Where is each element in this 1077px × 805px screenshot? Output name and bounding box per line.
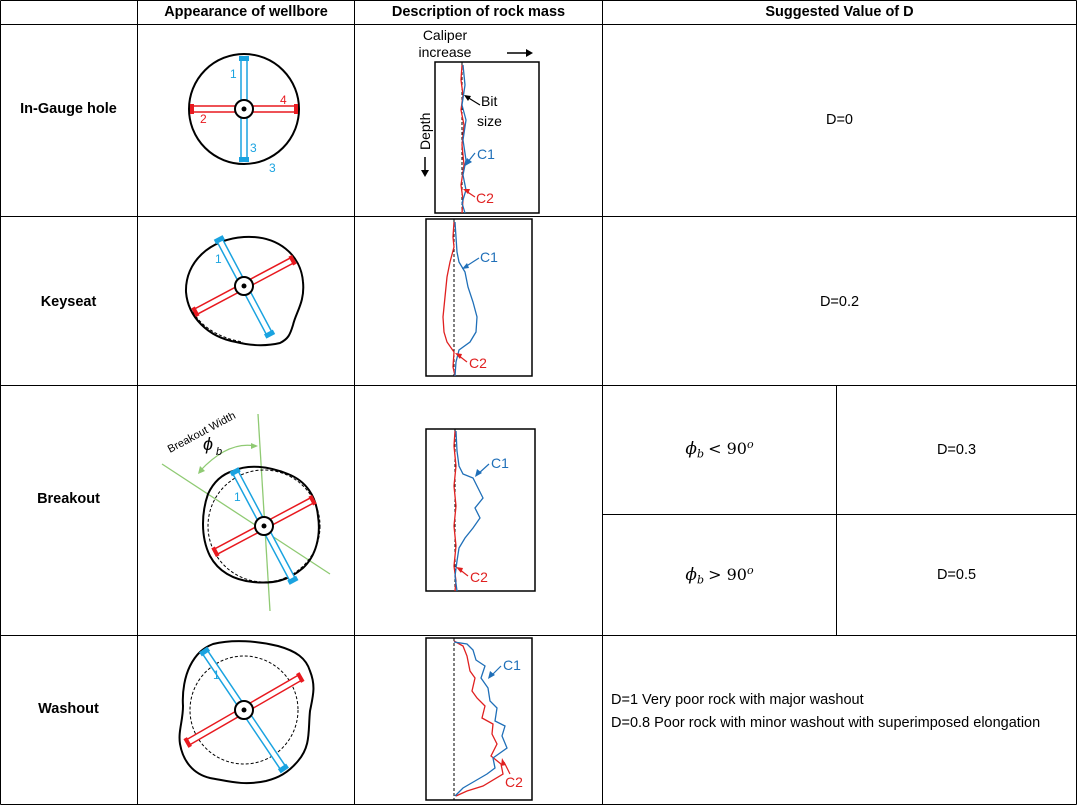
wellbore-washout: 1 <box>178 640 315 785</box>
phi-subscript: b <box>697 447 705 461</box>
wellbore-keyseat: 1 <box>184 235 305 347</box>
washout-line-1: D=1 Very poor rock with major washout <box>611 692 864 708</box>
breakout-phi: ϕ <box>203 434 213 454</box>
arm-label-2: 2 <box>200 112 207 126</box>
wellbore-in-gauge: 1 2 3 3 4 <box>188 53 300 175</box>
d-value-breakout-lt90: D=0.3 <box>936 442 977 458</box>
c1-label: C1 <box>480 249 498 265</box>
header-suggested-d: Suggested Value of D <box>765 4 914 20</box>
arm-label-1: 1 <box>234 490 241 504</box>
condition-text: < 90 <box>708 438 747 458</box>
c1-label: C1 <box>477 146 495 162</box>
arm-label-4: 4 <box>280 93 287 107</box>
bit-label-line1: Bit <box>481 93 497 109</box>
bit-label-line2: size <box>477 113 502 129</box>
c1-label: C1 <box>503 657 521 673</box>
caliper-log-washout: C1 C2 <box>425 637 533 801</box>
phi-symbol: ϕ <box>685 438 698 459</box>
arm-label-3: 3 <box>250 141 257 155</box>
caliper-log-keyseat: C1 C2 <box>425 218 533 377</box>
degree-mark: o <box>746 438 754 451</box>
header-blank <box>0 0 137 24</box>
washout-line-2: D=0.8 Poor rock with minor washout with … <box>611 714 1041 731</box>
d-value-in-gauge: D=0 <box>825 112 853 128</box>
arm-label-1: 1 <box>230 67 237 81</box>
c1-label: C1 <box>491 455 509 471</box>
header-description: Description of rock mass <box>391 4 566 20</box>
breakout-phi-sub: b <box>216 446 222 458</box>
degree-mark: o <box>746 564 754 577</box>
condition-phi-lt-90: ϕb < 90o <box>603 438 836 461</box>
depth-label: Depth <box>417 113 433 150</box>
wellbore-breakout: Breakout Width ϕ b 1 <box>161 410 331 612</box>
condition-phi-gt-90: ϕb > 90o <box>603 564 836 587</box>
d-value-washout: D=1 Very poor rock with major washout D=… <box>611 689 1071 734</box>
c2-label: C2 <box>476 190 494 206</box>
arm-label-1: 1 <box>215 252 222 266</box>
caliper-log-breakout: C1 C2 <box>425 428 536 592</box>
condition-text: > 90 <box>708 564 747 584</box>
c2-label: C2 <box>470 569 488 585</box>
arm-label-3b: 3 <box>269 161 276 175</box>
row-label-washout: Washout <box>38 701 99 717</box>
caliper-label-line2: increase <box>419 44 472 60</box>
breakout-width-label: Breakout Width <box>166 410 238 456</box>
arm-label-1: 1 <box>213 668 220 682</box>
row-label-keyseat: Keyseat <box>40 294 97 310</box>
phi-symbol: ϕ <box>685 564 698 585</box>
header-appearance: Appearance of wellbore <box>164 4 328 20</box>
caliper-label-line1: Caliper <box>423 27 468 43</box>
d-value-keyseat: D=0.2 <box>819 294 860 310</box>
phi-subscript: b <box>697 573 705 587</box>
c2-label: C2 <box>505 774 523 790</box>
row-label-breakout: Breakout <box>37 491 100 507</box>
c2-label: C2 <box>469 355 487 371</box>
row-label-in-gauge: In-Gauge hole <box>20 101 117 117</box>
d-value-breakout-gt90: D=0.5 <box>936 567 977 583</box>
caliper-log-in-gauge: Caliper increase Depth Bit size C1 C2 <box>417 27 540 214</box>
